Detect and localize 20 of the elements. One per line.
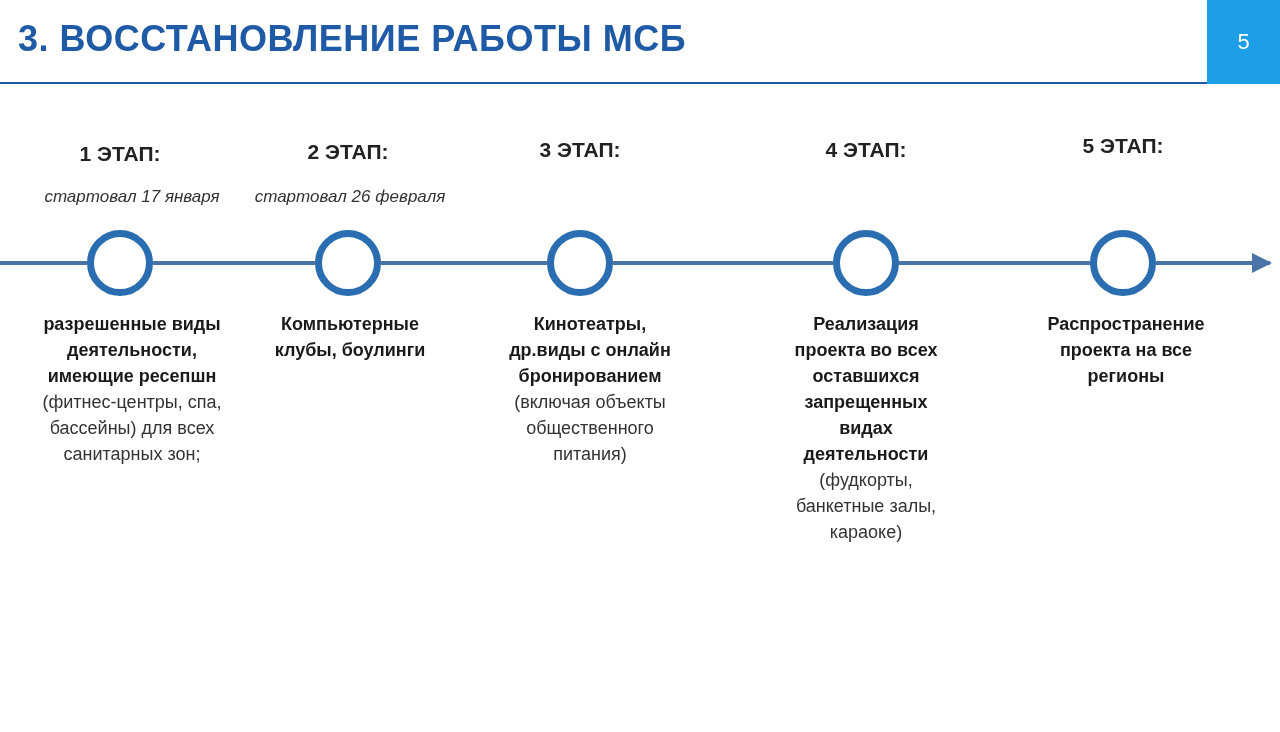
stage-description: Компьютерные клубы, боулинги bbox=[273, 313, 427, 362]
timeline-line bbox=[381, 261, 547, 265]
stage-description: разрешенные виды деятельности, имеющие ресепшн (фитнес-центры, спа, бассейны) для всех санитарных зон; bbox=[42, 313, 222, 466]
stage-description: Распространение проекта на все регионы bbox=[1046, 313, 1206, 388]
stage-description: Кинотеатры, др.виды с онлайн бронированием (включая объекты общественного питания) bbox=[508, 313, 672, 466]
page-number: 5 bbox=[1207, 0, 1280, 84]
timeline-line bbox=[0, 261, 87, 265]
stage-heading: 2 ЭТАП: bbox=[306, 140, 390, 164]
slide-title: 3. ВОССТАНОВЛЕНИЕ РАБОТЫ МСБ bbox=[18, 18, 687, 60]
stage-heading: 4 ЭТАП: bbox=[824, 138, 908, 162]
timeline-line bbox=[153, 261, 315, 265]
stage-heading: 1 ЭТАП: bbox=[78, 142, 162, 166]
stage-date: стартовал 17 января bbox=[43, 187, 221, 207]
timeline-line bbox=[1156, 253, 1272, 273]
stage-heading: 3 ЭТАП: bbox=[538, 138, 622, 162]
timeline-line bbox=[899, 261, 1090, 265]
stage-date: стартовал 26 февраля bbox=[253, 187, 447, 207]
timeline-line bbox=[613, 261, 833, 265]
stage-description: Реализация проекта во всех оставшихся запрещенных видах деятельности (фудкорты, банкетные залы, караоке) bbox=[793, 313, 939, 544]
stage-heading: 5 ЭТАП: bbox=[1081, 134, 1165, 158]
